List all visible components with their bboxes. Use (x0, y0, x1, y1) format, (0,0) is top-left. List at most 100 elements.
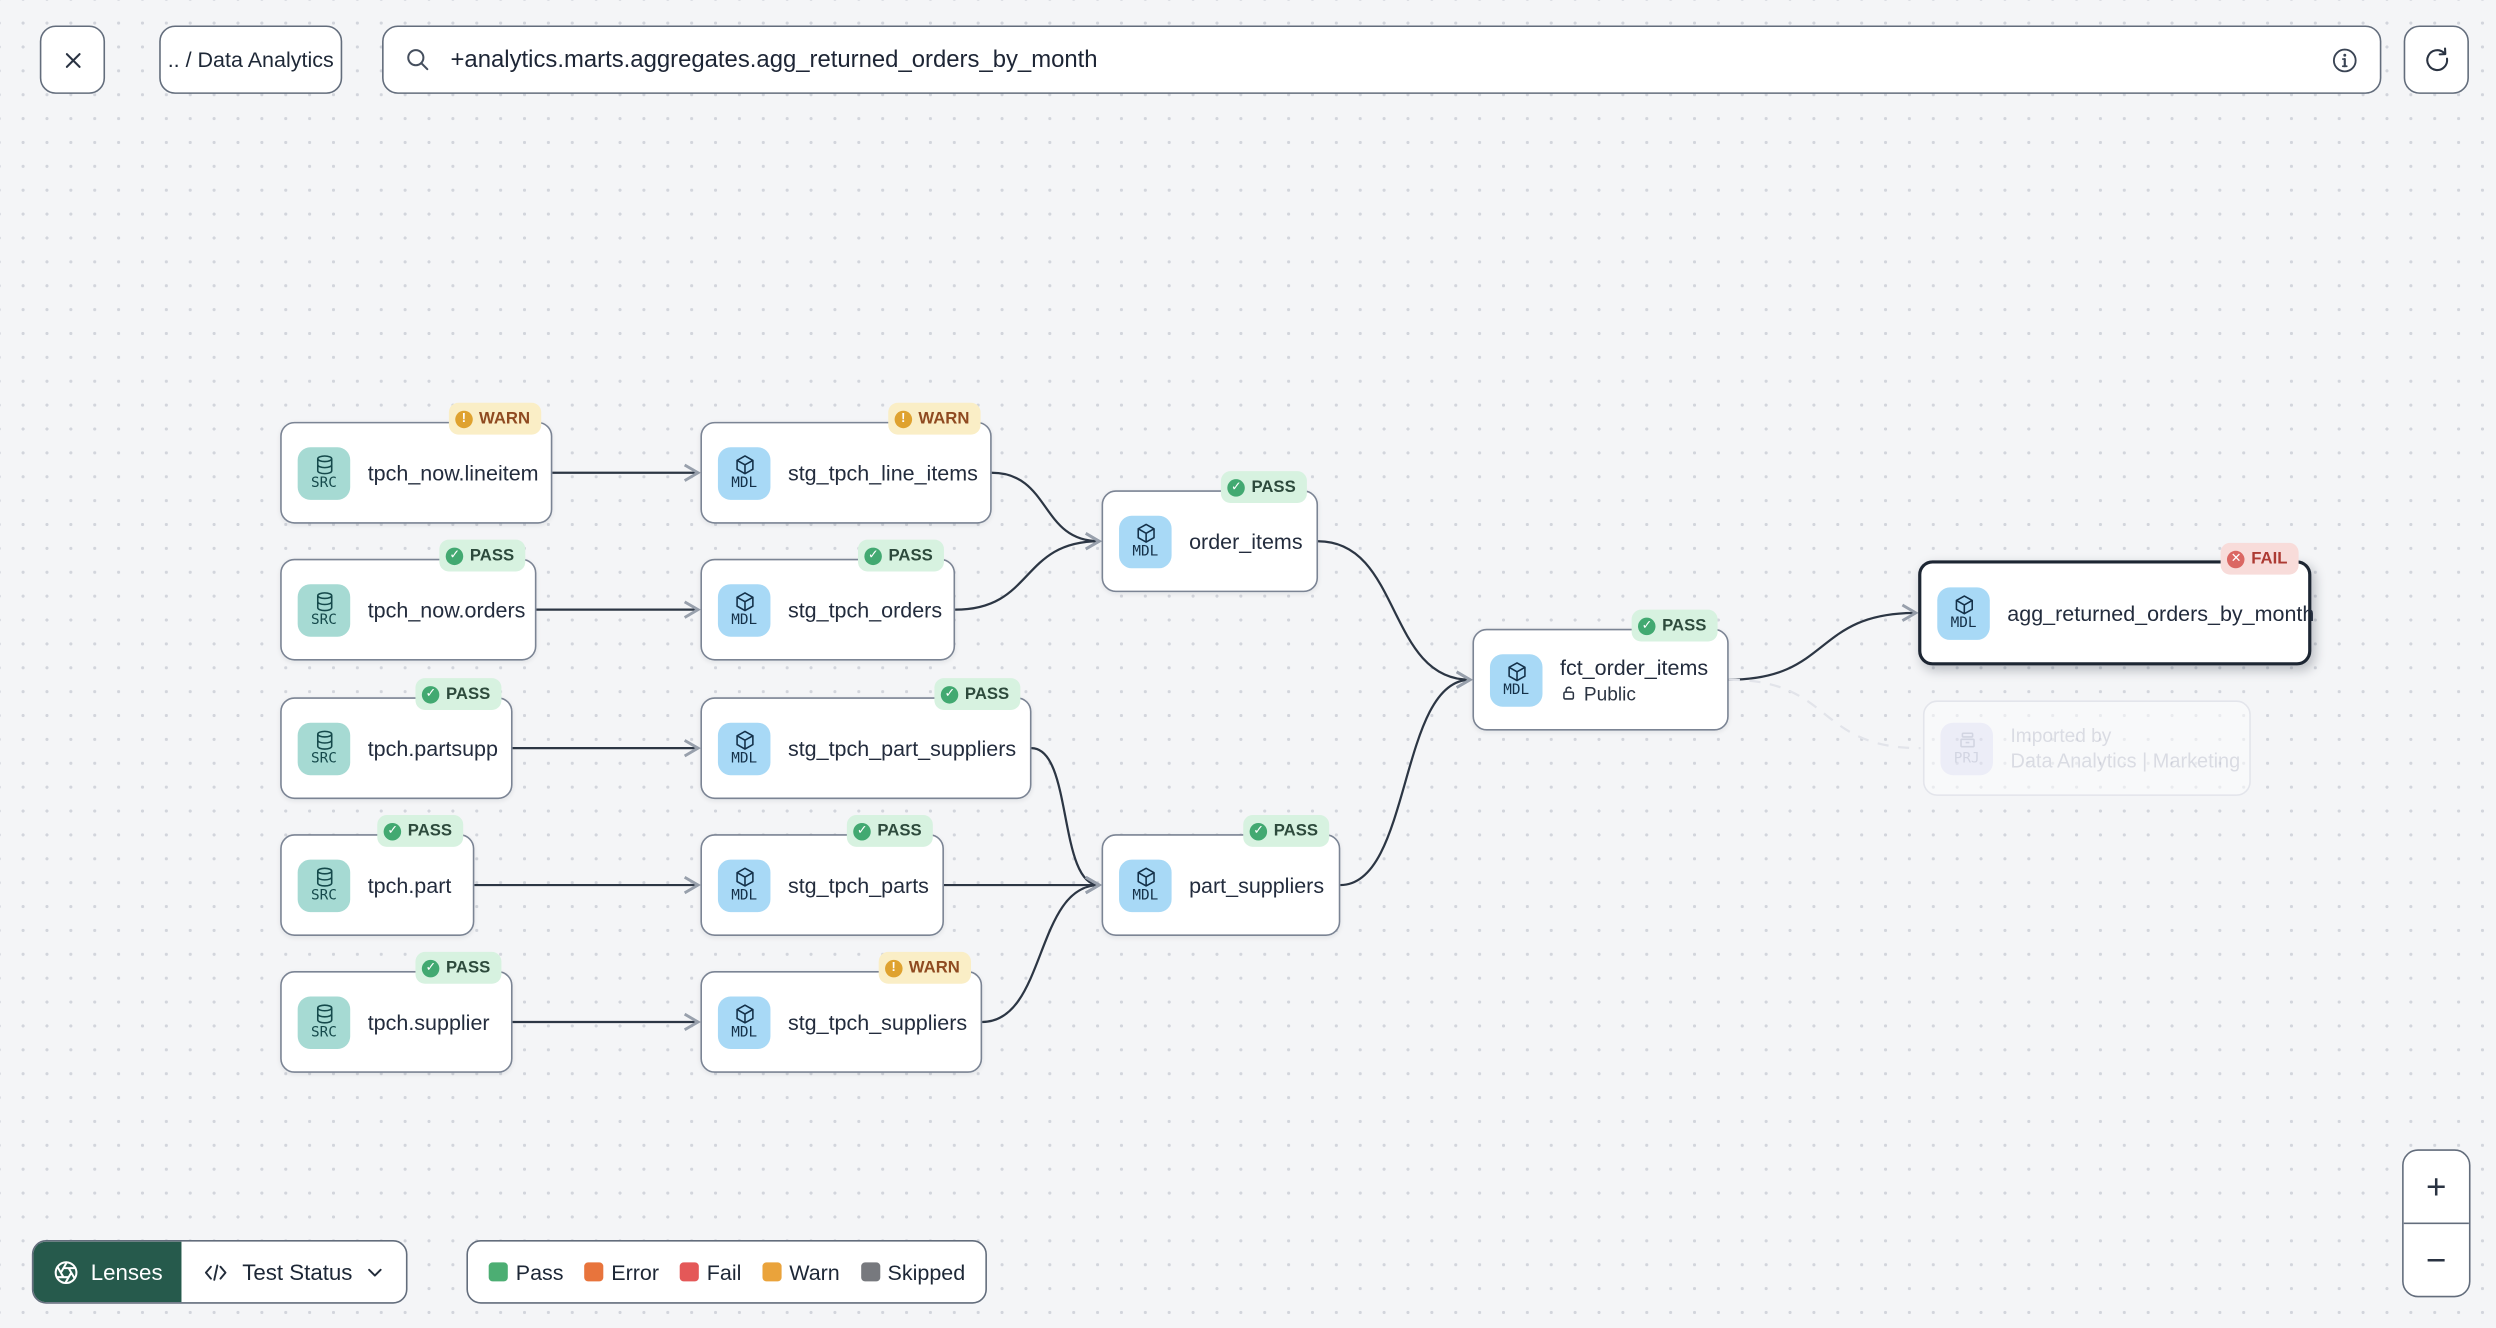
node-name: stg_tpch_line_items (787, 460, 978, 485)
node-tpch_now_lineitem[interactable]: ! WARN SRC (280, 402, 553, 524)
breadcrumb[interactable]: .. / Data Analytics (159, 25, 343, 94)
resource-type-label: MDL (731, 751, 758, 768)
resource-type-chip: MDL (1489, 653, 1543, 706)
node-labels: stg_tpch_part_suppliers (788, 736, 1016, 760)
node-part_suppliers[interactable]: ✓ PASS MDL (1101, 815, 1341, 936)
status-badge: ✕ FAIL (2221, 542, 2299, 575)
resource-type-chip: MDL (717, 446, 771, 500)
node-labels: fct_order_items Public (1560, 655, 1708, 704)
node-tpch_part[interactable]: ✓ PASS SRC (280, 815, 475, 936)
legend-swatch (488, 1262, 508, 1282)
node-stg_tpch_suppliers[interactable]: ! WARN MDL (700, 951, 983, 1073)
node-stg_tpch_line_items[interactable]: ! WARN MDL (700, 402, 992, 524)
status-icon: ✕ (2227, 549, 2245, 568)
node-labels: tpch_now.lineitem (367, 460, 539, 485)
resource-type-chip: MDL (1119, 514, 1172, 568)
node-stg_tpch_parts[interactable]: ✓ PASS MDL (700, 815, 944, 936)
edge-stg_tpch_orders-to-order_items (955, 532, 1103, 611)
node-name: tpch.part (367, 873, 452, 897)
project-icon (1959, 732, 1975, 748)
breadcrumb-label: .. / Data Analytics (167, 47, 334, 72)
legend-item: Skipped (860, 1260, 965, 1284)
node-name: tpch_now.lineitem (367, 460, 539, 485)
node-labels: stg_tpch_line_items (787, 460, 978, 485)
info-icon[interactable] (2330, 45, 2359, 74)
legend-item: Warn (762, 1260, 840, 1284)
database-icon (316, 867, 332, 887)
node-agg_returned_orders_by_month[interactable]: ✕ FAIL MDL (1918, 542, 2314, 666)
test-status-legend: Pass Error Fail Warn Skipped (466, 1240, 988, 1304)
resource-type-label: MDL (731, 888, 758, 905)
node-tpch_supplier[interactable]: ✓ PASS SRC (280, 951, 513, 1073)
edge-stg_tpch_suppliers-to-part_suppliers (982, 876, 1103, 1024)
resource-type-label: MDL (1950, 616, 1977, 633)
model-cube-icon (1136, 523, 1155, 543)
status-label: PASS (445, 958, 491, 978)
status-icon: ✓ (1249, 822, 1268, 840)
legend-swatch (860, 1262, 880, 1282)
legend-label: Warn (789, 1259, 840, 1284)
status-icon: ✓ (864, 546, 883, 565)
node-name: stg_tpch_orders (787, 597, 943, 622)
node-fct_order_items[interactable]: ✓ PASS MDL (1472, 609, 1729, 731)
search-input[interactable] (447, 44, 2315, 75)
node-labels: stg_tpch_orders (787, 597, 943, 622)
zoom-in-button[interactable]: + (2426, 1166, 2447, 1206)
lens-selector[interactable]: Test Status (182, 1242, 407, 1302)
status-badge: ✓ PASS (858, 539, 944, 572)
model-cube-icon (735, 730, 753, 750)
node-tpch_now_orders[interactable]: ✓ PASS SRC (280, 539, 537, 661)
code-icon (202, 1260, 229, 1284)
model-cube-icon (735, 591, 753, 611)
node-sublabel-text: Data Analytics | Marketing (2010, 749, 2241, 773)
lenses-button[interactable]: Lenses (33, 1241, 182, 1303)
resource-type-chip: MDL (717, 858, 771, 912)
resource-type-label: SRC (310, 476, 337, 493)
resource-type-chip: SRC (297, 721, 351, 775)
resource-type-chip: MDL (1119, 858, 1172, 912)
zoom-out-button[interactable]: − (2403, 1222, 2469, 1296)
node-labels: agg_returned_orders_by_month (2007, 601, 2314, 625)
refresh-button[interactable] (2403, 25, 2469, 94)
node-sublabel: Data Analytics | Marketing (2010, 750, 2240, 772)
node-labels: tpch.partsupp (368, 736, 498, 760)
model-cube-icon (735, 1003, 753, 1024)
status-badge: ✓ PASS (1243, 815, 1330, 847)
node-labels: Imported by Data Analytics | Marketing (2010, 724, 2240, 772)
resource-type-label: MDL (731, 1025, 758, 1042)
resource-type-chip: MDL (717, 995, 771, 1049)
node-name: part_suppliers (1189, 873, 1325, 897)
node-imported_by[interactable]: PRJ Imported by Data Analytics | Marketi… (1922, 700, 2251, 796)
edge-part_suppliers-to-fct_order_items (1340, 670, 1473, 887)
status-label: PASS (1662, 616, 1707, 636)
node-tpch_partsupp[interactable]: ✓ PASS SRC (280, 678, 513, 800)
node-sublabel: Public (1560, 682, 1708, 704)
node-labels: order_items (1189, 529, 1302, 553)
status-icon: ! (455, 409, 473, 428)
resource-type-chip: MDL (717, 721, 771, 775)
resource-type-label: SRC (310, 1025, 337, 1042)
resource-type-chip: SRC (297, 446, 351, 500)
status-label: PASS (445, 684, 491, 704)
search-bar (382, 25, 2382, 94)
status-icon: ✓ (1227, 478, 1246, 496)
node-stg_tpch_orders[interactable]: ✓ PASS MDL (700, 539, 956, 661)
close-button[interactable] (39, 25, 106, 94)
lenses-control: Lenses Test Status (31, 1240, 409, 1304)
resource-type-chip: SRC (297, 995, 351, 1049)
legend-label: Skipped (887, 1259, 966, 1284)
database-icon (316, 730, 332, 750)
node-stg_tpch_part_suppliers[interactable]: ✓ PASS MDL (700, 678, 1032, 800)
node-order_items[interactable]: ✓ PASS MDL (1101, 471, 1319, 593)
database-icon (316, 1003, 332, 1024)
resource-type-chip: PRJ (1940, 721, 1993, 775)
close-icon (60, 47, 85, 72)
edge-stg_tpch_line_items-to-order_items (991, 471, 1103, 551)
status-icon: ✓ (422, 959, 440, 977)
legend-swatch (762, 1262, 782, 1282)
status-icon: ✓ (383, 822, 402, 840)
status-label: PASS (964, 684, 1010, 704)
database-icon (316, 454, 332, 475)
lock-open-icon (1563, 686, 1575, 700)
